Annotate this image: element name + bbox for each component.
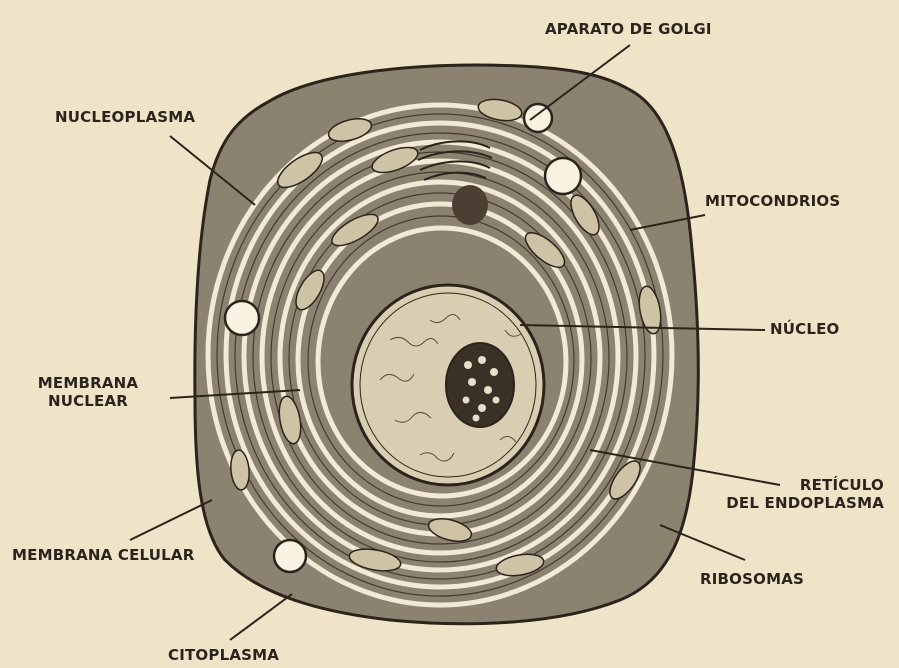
label-nucleoplasma: NUCLEOPLASMA <box>55 108 195 126</box>
label-membrana-nuclear: MEMBRANA NUCLEAR <box>28 374 148 410</box>
label-golgi: APARATO DE GOLGI <box>545 20 712 38</box>
nucleus <box>352 285 544 485</box>
label-ribosomas: RIBOSOMAS <box>700 570 804 588</box>
label-membrana-nuclear-line1: MEMBRANA <box>28 374 148 392</box>
label-reticulo: RETÍCULO DEL ENDOPLASMA <box>690 476 884 512</box>
label-mitocondrios: MITOCONDRIOS <box>705 192 840 210</box>
label-membrana-celular: MEMBRANA CELULAR <box>12 546 194 564</box>
label-nucleo: NÚCLEO <box>770 320 840 338</box>
nucleolus <box>446 343 514 427</box>
label-citoplasma: CITOPLASMA <box>168 646 279 664</box>
label-membrana-nuclear-line2: NUCLEAR <box>28 392 148 410</box>
centrosome <box>452 185 488 225</box>
label-reticulo-line2: DEL ENDOPLASMA <box>690 494 884 512</box>
label-reticulo-line1: RETÍCULO <box>690 476 884 494</box>
